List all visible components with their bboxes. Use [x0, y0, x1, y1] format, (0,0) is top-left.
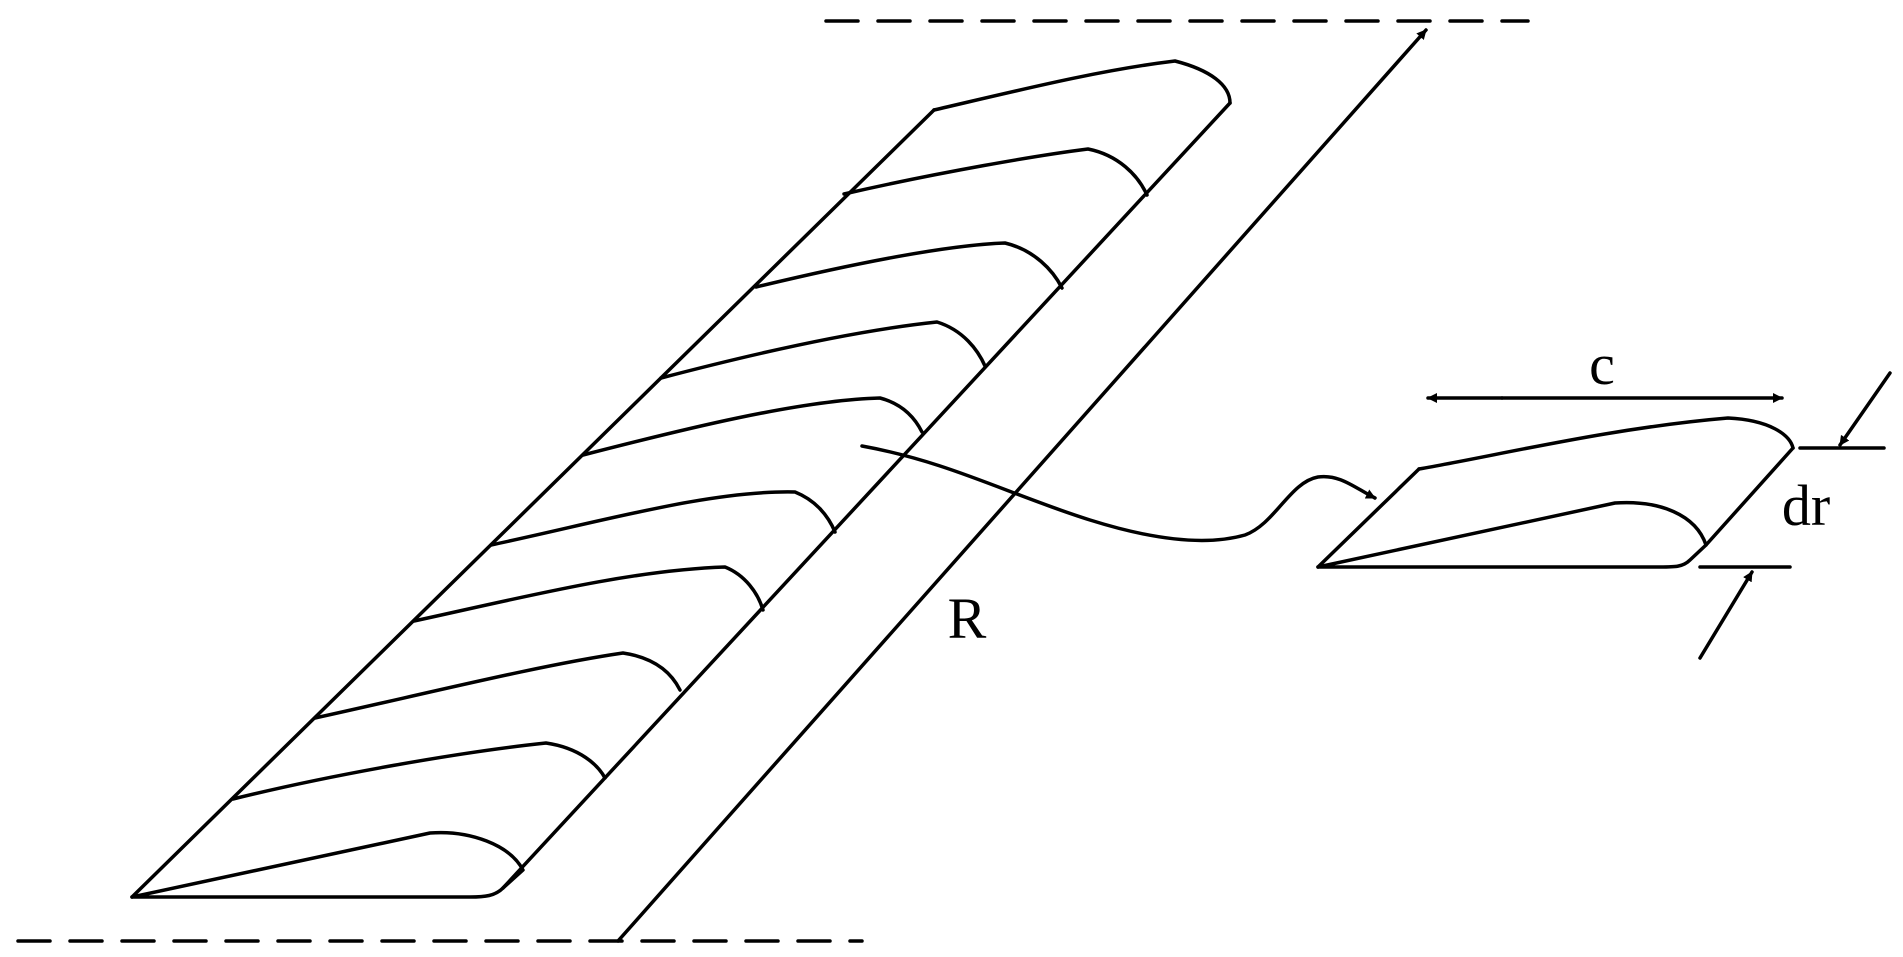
airfoil-section — [231, 741, 607, 801]
blade-trailing-edge — [501, 101, 1232, 890]
airfoil-section — [581, 396, 924, 457]
element-pointer-arrow — [860, 444, 1377, 543]
airfoil-section — [313, 651, 682, 720]
dr-dimension-arrow — [1698, 570, 1754, 660]
element-lower-section — [1316, 500, 1708, 569]
blade-element-detail — [1316, 416, 1795, 569]
airfoil-section — [659, 320, 987, 380]
dr-dimension-arrow — [1838, 371, 1892, 447]
radius-axis-arrow — [616, 28, 1428, 943]
airfoil-section — [842, 147, 1149, 197]
airfoil-section — [932, 59, 1232, 112]
airfoil-section — [489, 490, 837, 547]
airfoil-section — [754, 241, 1064, 290]
radius-label: R — [948, 586, 987, 651]
airfoil-section — [412, 565, 765, 623]
dr-label: dr — [1782, 473, 1830, 538]
chord-label: c — [1589, 332, 1615, 397]
blade — [130, 59, 1232, 899]
element-leading-edge — [1316, 467, 1421, 569]
element-upper-section — [1417, 416, 1795, 471]
blade-leading-edge — [130, 108, 936, 899]
airfoil-section — [130, 830, 525, 899]
element-trailing-edge — [1704, 446, 1795, 547]
